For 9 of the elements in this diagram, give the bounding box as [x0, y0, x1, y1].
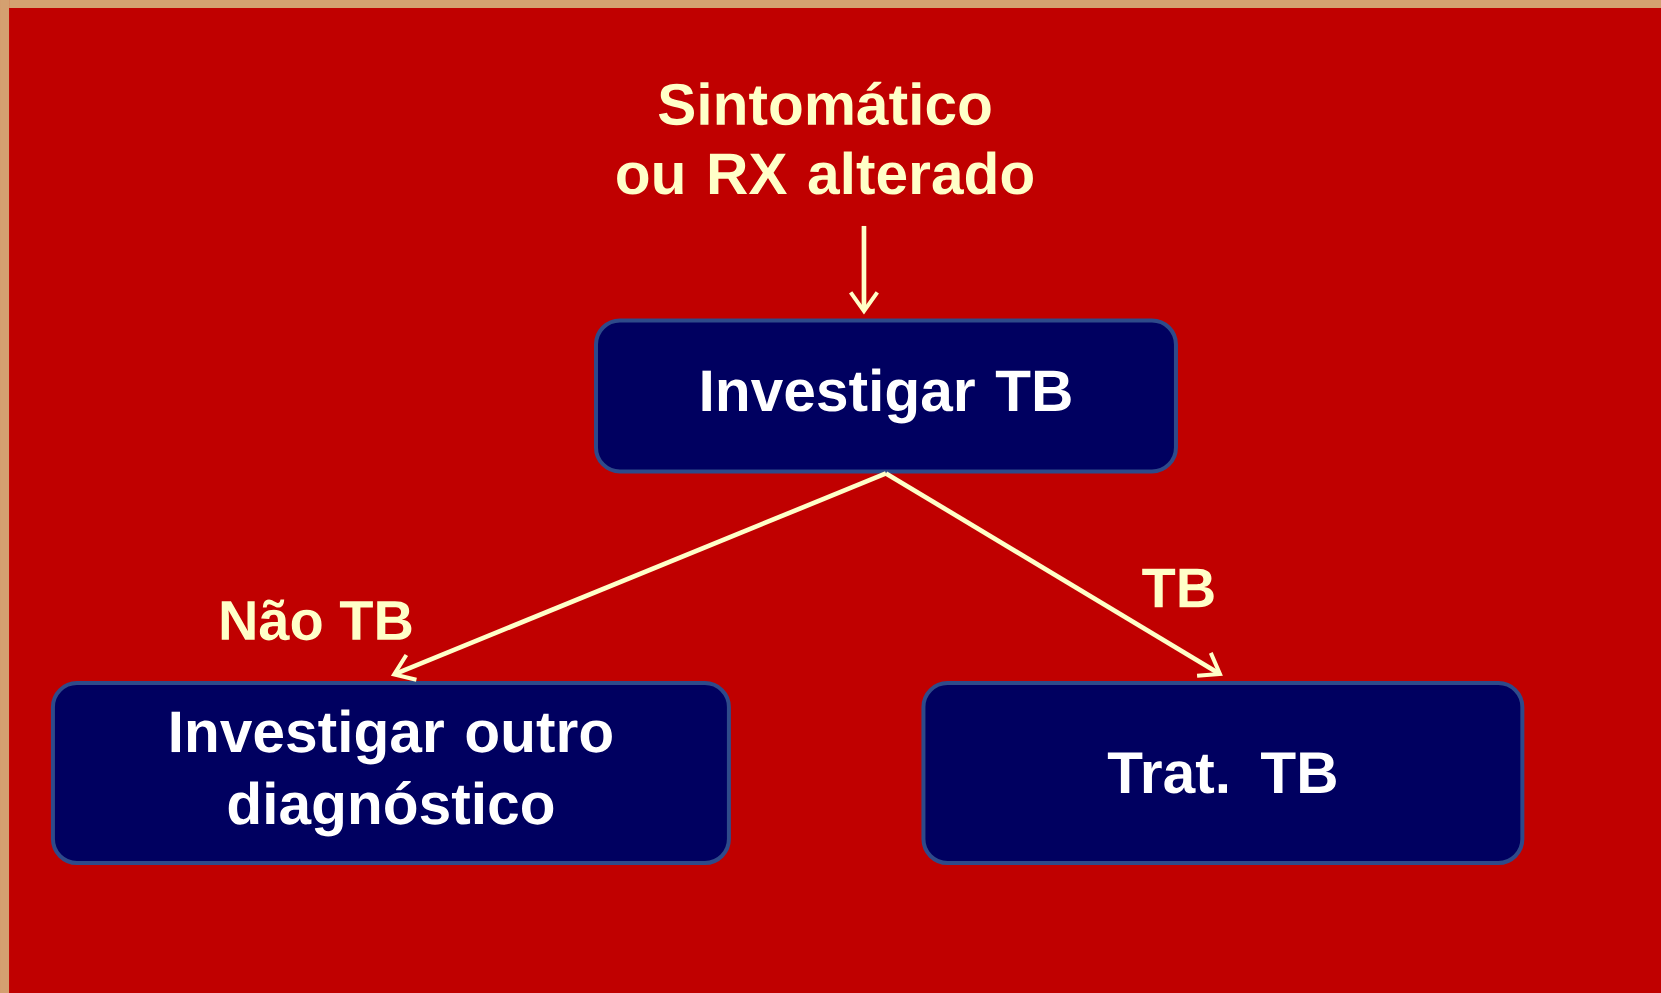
condition-text: Sintomático ou RX alterado — [617, 81, 1033, 195]
edge-label: TB — [1138, 566, 1219, 610]
arrow — [390, 471, 887, 682]
process-box: Trat. TB — [921, 681, 1525, 865]
arrow — [884, 471, 1223, 678]
process-box: Investigar outro diagnóstico — [50, 681, 731, 865]
edge-label: Não TB — [215, 596, 417, 644]
process-box: Investigar TB — [594, 318, 1178, 474]
arrow — [849, 225, 879, 315]
